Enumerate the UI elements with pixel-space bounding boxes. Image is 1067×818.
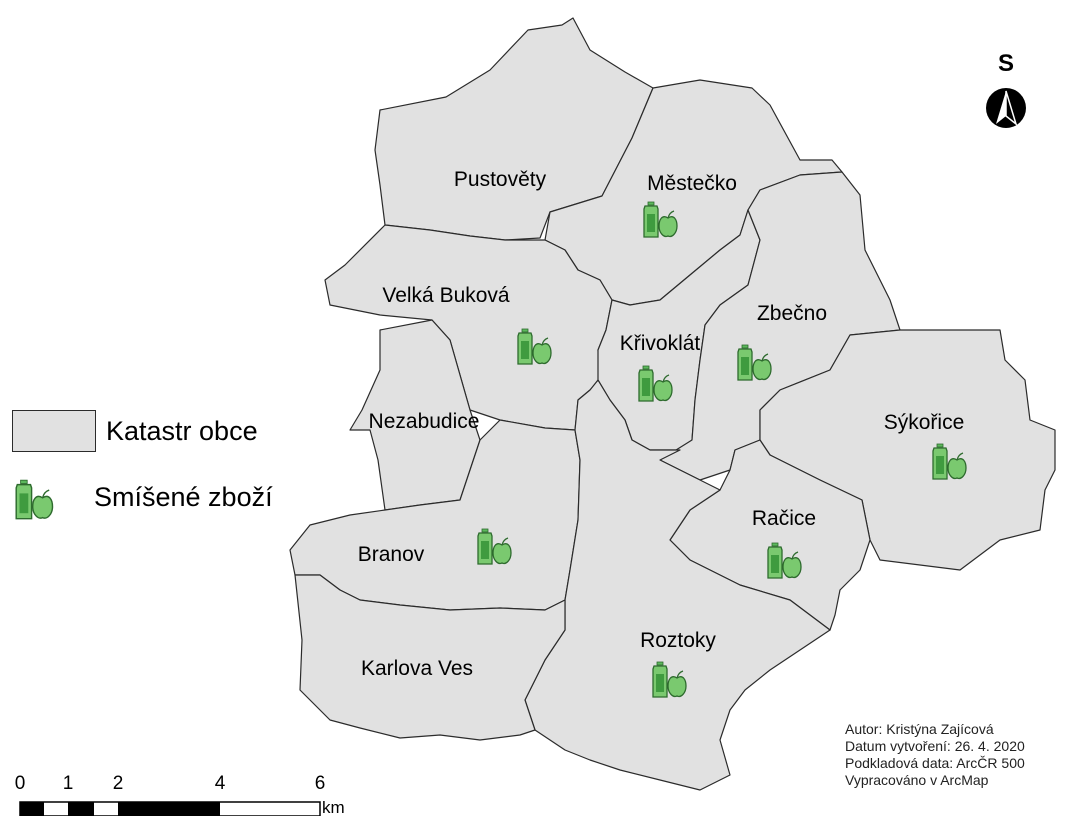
scale-tick-0: 0 — [14, 773, 26, 794]
legend-cadastre-swatch — [12, 410, 96, 452]
municipality-areas — [289, 17, 1056, 791]
label-zbecno: Zbečno — [757, 302, 827, 325]
north-arrow-icon — [986, 88, 1026, 128]
credit-date: Datum vytvoření: 26. 4. 2020 — [845, 738, 1025, 754]
credit-source: Podkladová data: ArcČR 500 — [845, 755, 1025, 771]
label-karlova-ves: Karlova Ves — [361, 657, 473, 680]
legend-shop-icon — [15, 479, 54, 520]
legend-cadastre-label: Katastr obce — [106, 416, 258, 446]
label-nezabudice: Nezabudice — [369, 410, 480, 433]
label-mestecko: Městečko — [647, 172, 737, 195]
scale-tick-1: 1 — [62, 773, 74, 794]
label-racice: Račice — [752, 507, 816, 530]
label-pustovety: Pustověty — [454, 168, 547, 191]
label-roztoky: Roztoky — [640, 629, 716, 652]
north-letter: S — [998, 50, 1015, 77]
label-branov: Branov — [358, 543, 425, 566]
scale-bar-graphic — [19, 801, 321, 816]
credit-software: Vypracováno v ArcMap — [845, 772, 989, 788]
label-velka-bukova: Velká Buková — [382, 284, 510, 307]
credit-author: Autor: Kristýna Zajícová — [845, 721, 994, 737]
map-credits: Autor: Kristýna Zajícová Datum vytvoření… — [845, 721, 1025, 789]
label-krivoklat: Křivoklát — [620, 332, 701, 355]
scale-unit: km — [322, 798, 345, 817]
scale-tick-2: 2 — [112, 773, 124, 794]
municipality-labels: Pustověty Městečko Velká Buková Křivoklá… — [358, 168, 965, 680]
label-sykorice: Sýkořice — [884, 411, 965, 434]
area-sykorice[interactable] — [759, 329, 1056, 571]
legend-shop-label: Smíšené zboží — [94, 482, 273, 512]
area-karlova-ves[interactable] — [294, 574, 566, 741]
scale-tick-6: 6 — [314, 773, 326, 794]
scale-tick-4: 4 — [214, 773, 226, 794]
